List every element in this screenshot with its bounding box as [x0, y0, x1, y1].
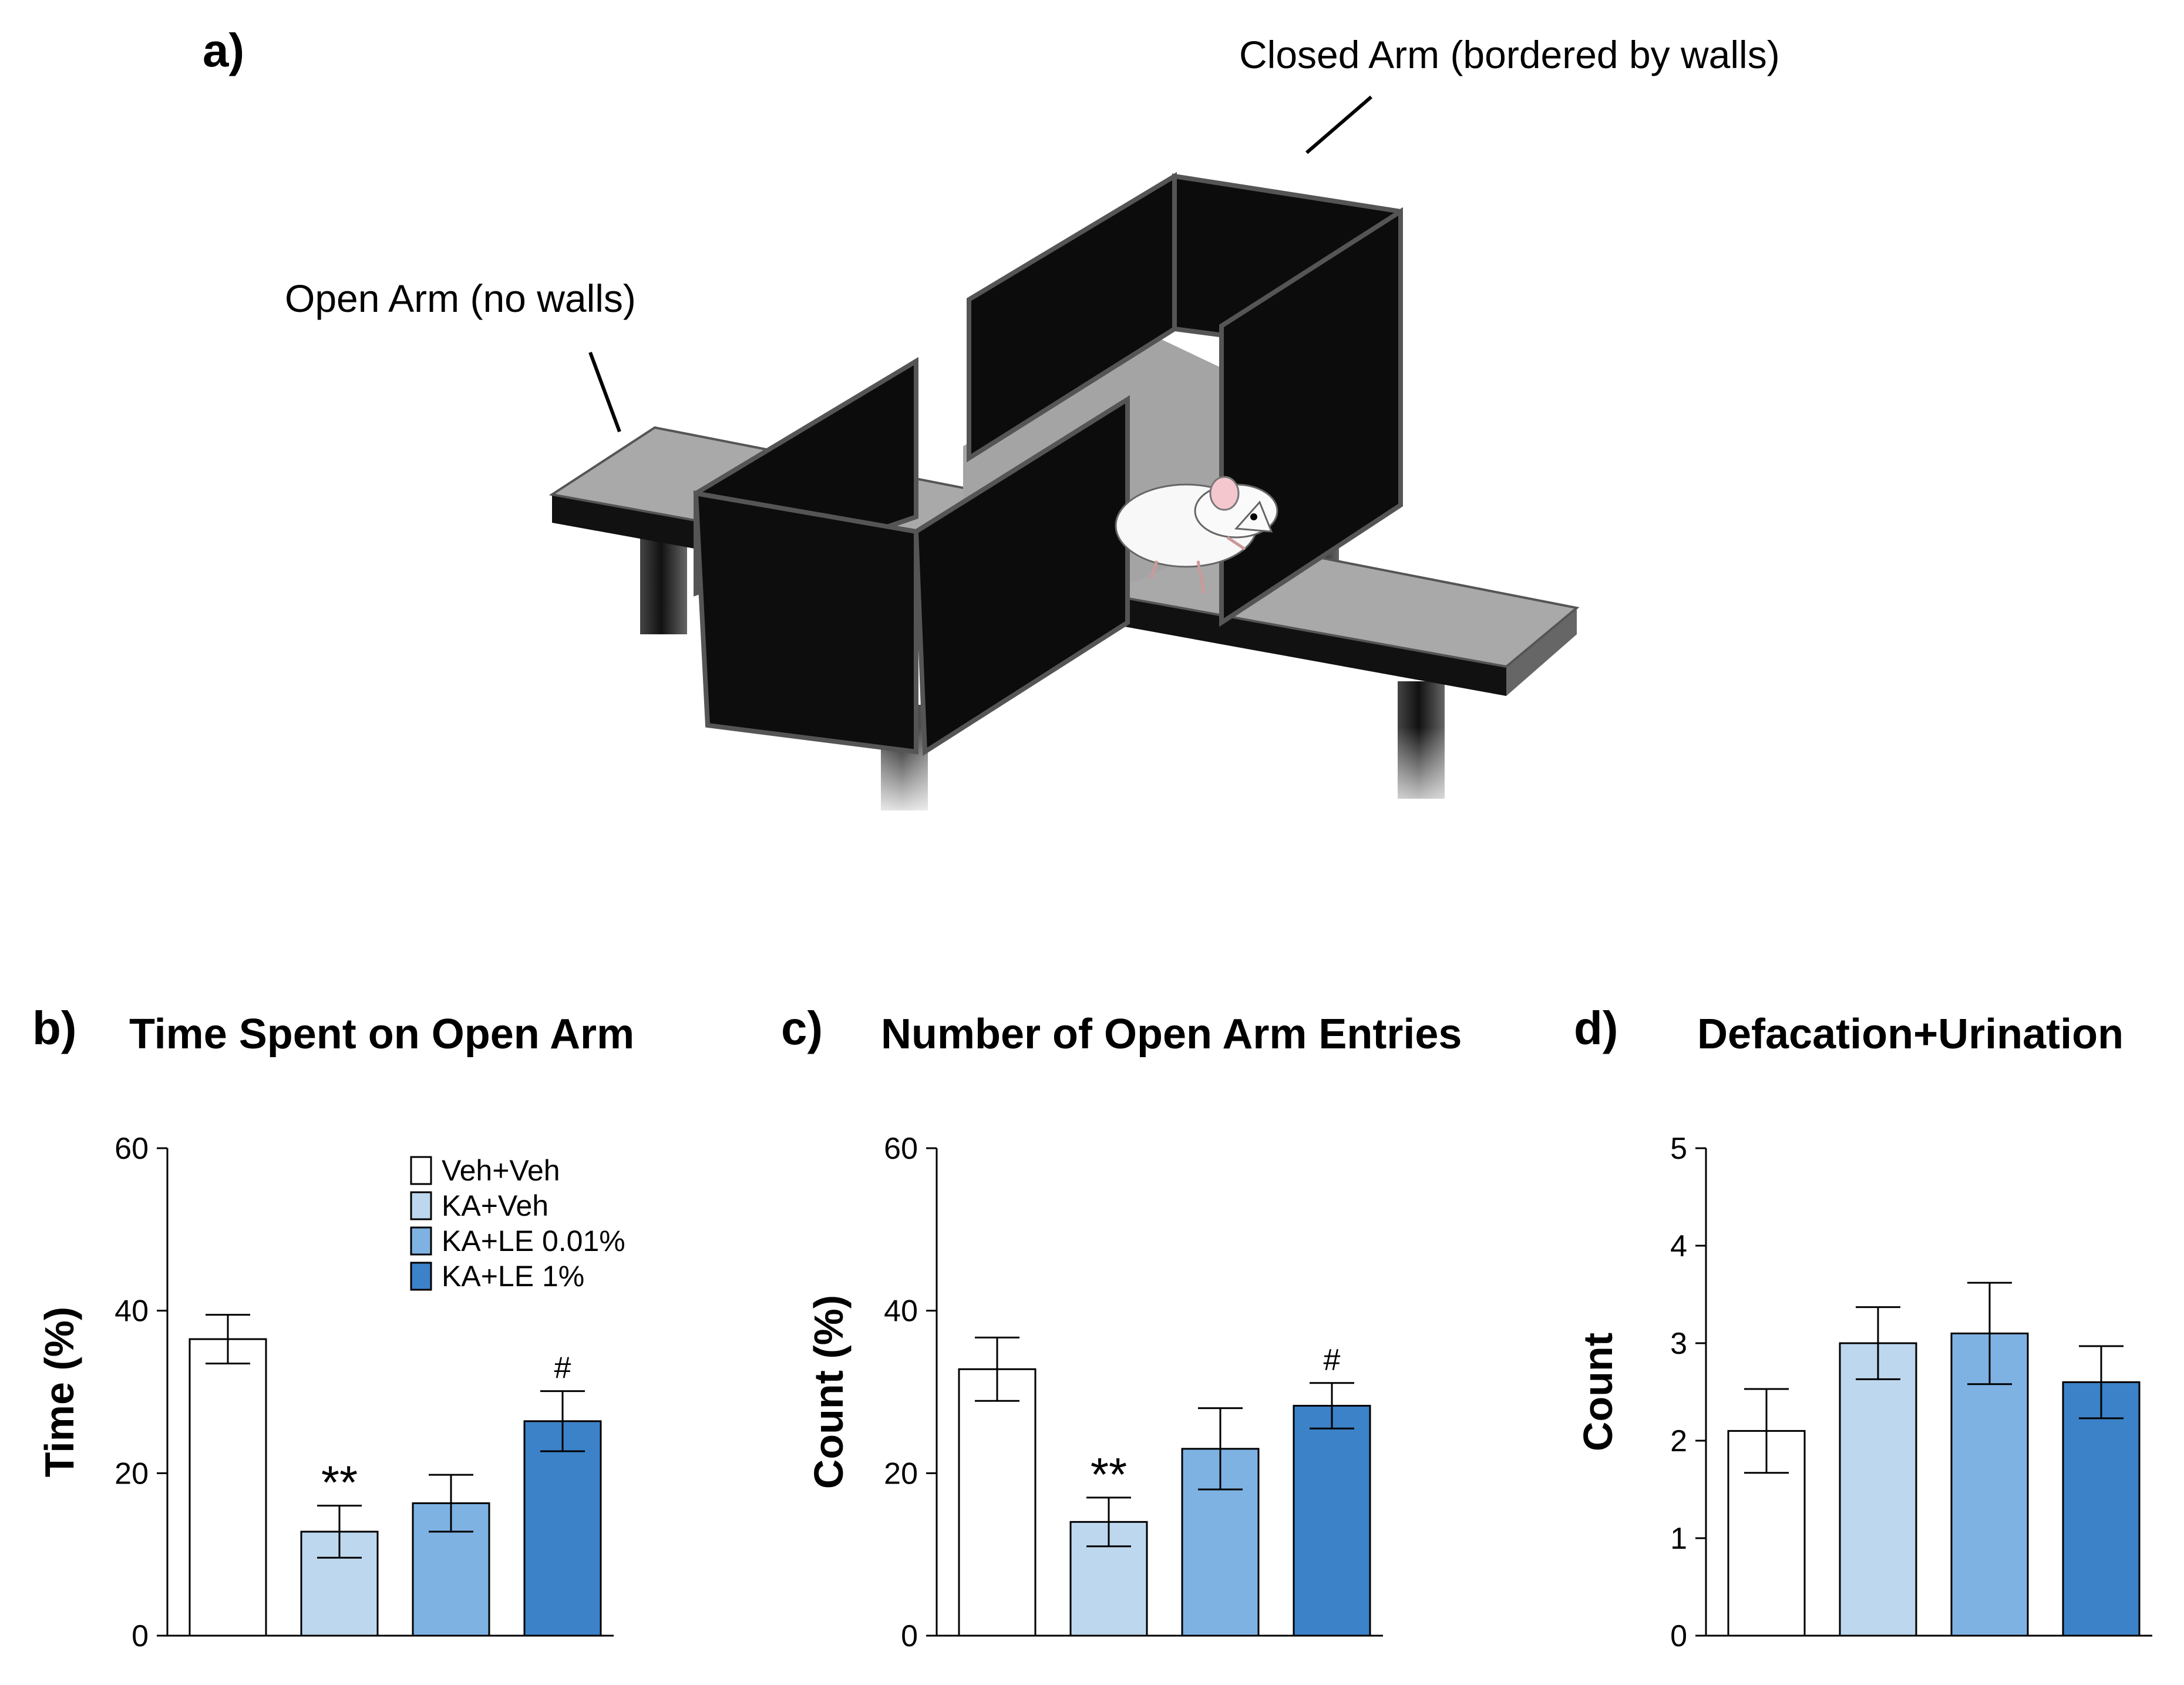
- closed-arm-pointer: [1305, 95, 1372, 154]
- legend-swatch-ka-le-0-01: [410, 1226, 432, 1256]
- significance-annotation: #: [554, 1351, 571, 1385]
- y-tick-label: 3: [1670, 1327, 1687, 1361]
- y-tick-label: 40: [884, 1294, 918, 1329]
- significance-annotation: **: [321, 1457, 358, 1509]
- closed-arm-walls-back: [967, 171, 1403, 627]
- bar-ka-le-1: [523, 1420, 602, 1637]
- legend-label-veh-veh: Veh+Veh: [442, 1154, 560, 1187]
- y-tick-label: 60: [884, 1132, 918, 1166]
- legend-label-ka-le-0-01: KA+LE 0.01%: [442, 1225, 625, 1257]
- panel-c-letter: c): [781, 1002, 823, 1054]
- closed-arm-walls-front: [693, 356, 1130, 756]
- open-arm-pointer: [588, 351, 621, 433]
- y-tick-label: 20: [884, 1457, 918, 1491]
- plus-maze-illustration: [548, 95, 1580, 822]
- y-tick-label: 1: [1670, 1522, 1687, 1556]
- y-axis-label: Count: [1575, 1333, 1621, 1451]
- panel-d-letter: d): [1574, 1002, 1618, 1054]
- y-tick-label: 40: [115, 1294, 149, 1329]
- bar-ka-le-1: [1293, 1405, 1371, 1637]
- bar-ka-le-1: [2062, 1381, 2141, 1637]
- significance-annotation: #: [1324, 1343, 1341, 1377]
- bar-ka-veh: [1839, 1342, 1917, 1637]
- chart-b-title: Time Spent on Open Arm: [129, 1011, 635, 1058]
- legend-label-ka-veh: KA+Veh: [442, 1189, 548, 1222]
- y-tick-label: 0: [901, 1619, 918, 1653]
- y-tick-label: 2: [1670, 1424, 1687, 1458]
- panel-b-letter: b): [32, 1002, 77, 1054]
- bar-veh-veh: [958, 1368, 1037, 1637]
- chart-d-title: Defacation+Urination: [1697, 1011, 2124, 1058]
- y-axis-label: Count (%): [806, 1295, 852, 1489]
- y-axis-label: Time (%): [36, 1307, 82, 1477]
- legend-swatch-ka-veh: [410, 1191, 432, 1220]
- legend-label-ka-le-1: KA+LE 1%: [442, 1260, 584, 1293]
- y-tick-label: 4: [1670, 1229, 1687, 1263]
- rat-figure: [1115, 476, 1278, 594]
- significance-annotation: **: [1091, 1448, 1127, 1501]
- y-tick-label: 20: [115, 1457, 149, 1491]
- y-tick-label: 0: [1670, 1619, 1687, 1653]
- panel-a-letter: a): [203, 24, 245, 76]
- y-tick-label: 0: [132, 1619, 149, 1653]
- closed-arm-label: Closed Arm (bordered by walls): [1239, 33, 1780, 76]
- open-arm-label: Open Arm (no walls): [285, 277, 636, 320]
- legend-swatch-veh-veh: [410, 1156, 432, 1185]
- legend-swatch-ka-le-1: [410, 1262, 432, 1291]
- chart-c-title: Number of Open Arm Entries: [881, 1011, 1462, 1058]
- bar-veh-veh: [189, 1338, 267, 1637]
- y-tick-label: 5: [1670, 1132, 1687, 1166]
- y-tick-label: 60: [115, 1132, 149, 1166]
